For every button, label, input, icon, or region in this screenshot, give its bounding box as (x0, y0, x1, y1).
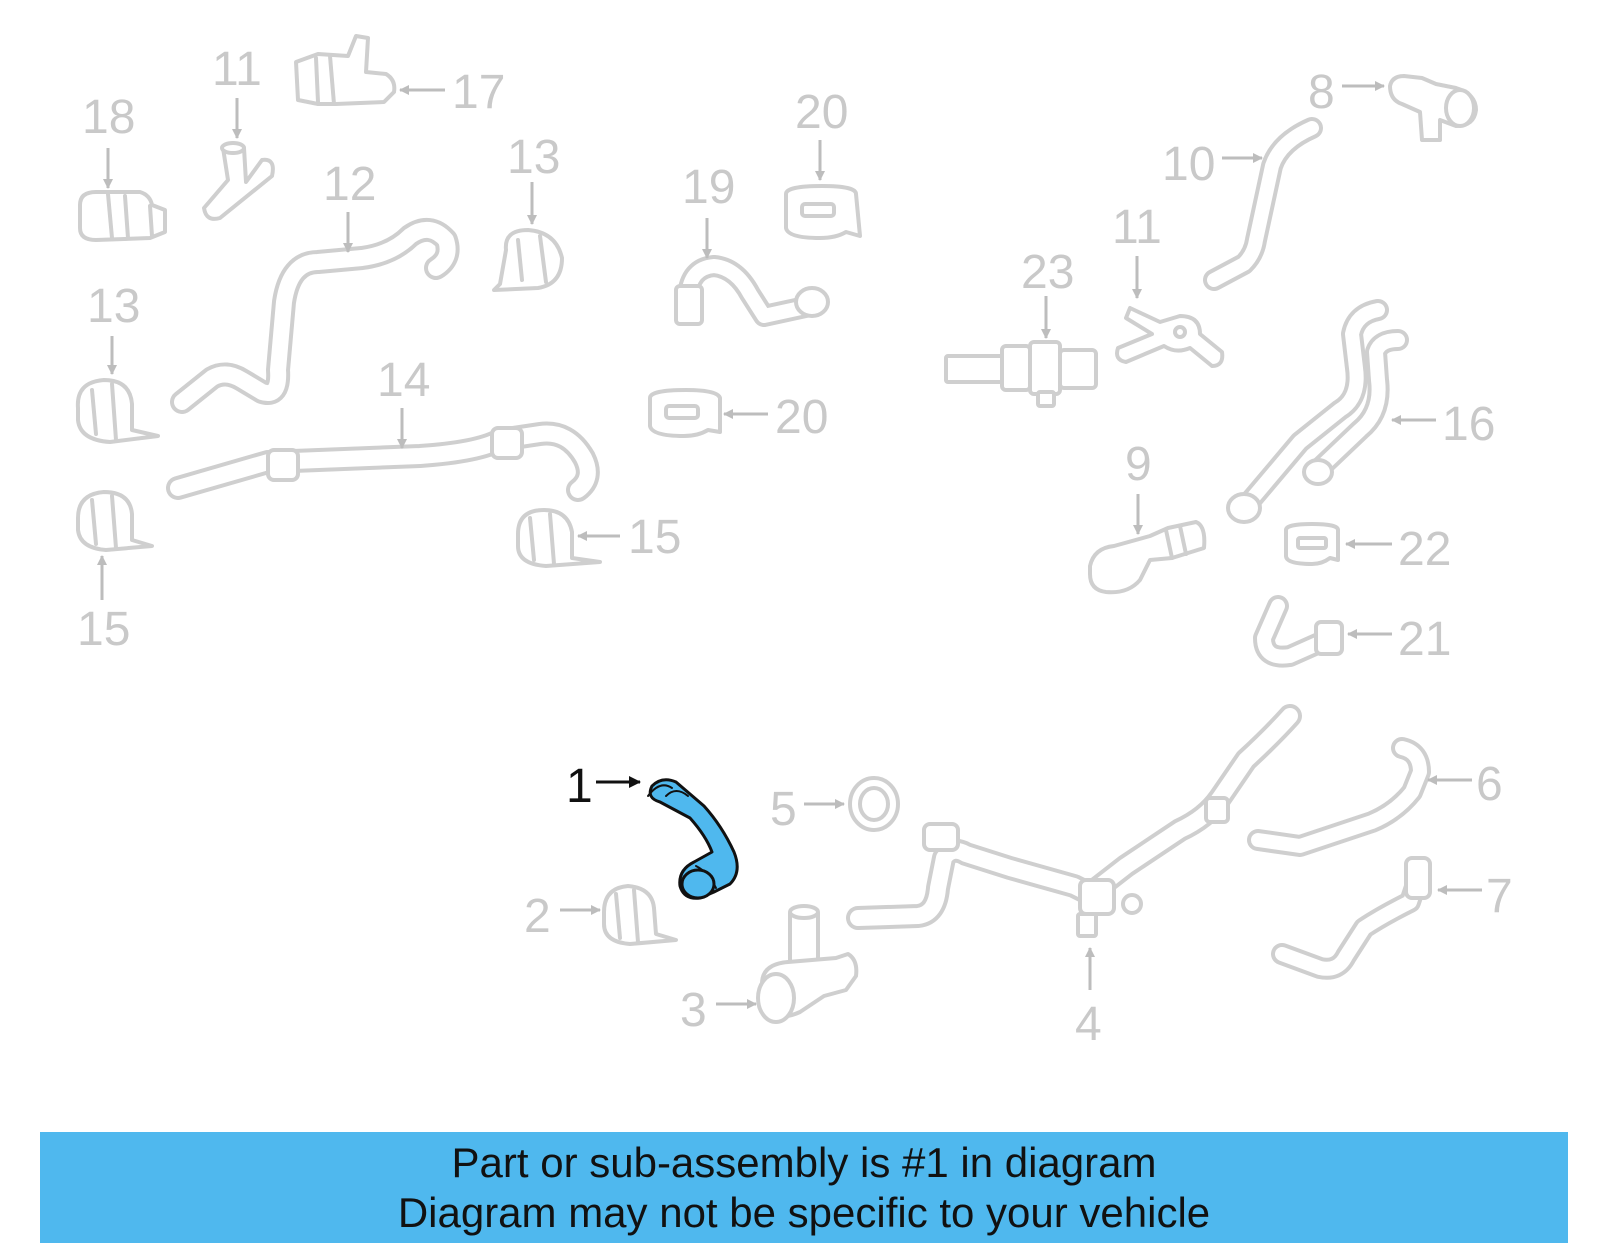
info-banner: Part or sub-assembly is #1 in diagram Di… (40, 1132, 1568, 1243)
callout-21: 21 (1398, 613, 1451, 666)
part-12-hose (170, 218, 460, 414)
part-5-o-ring (848, 776, 900, 832)
part-10-hose (1203, 117, 1323, 291)
callout-11-left: 11 (212, 43, 262, 96)
callout-18: 18 (82, 91, 135, 144)
part-8-fitting (1388, 74, 1478, 142)
part-9-fitting (1088, 520, 1207, 595)
callout-16: 16 (1442, 398, 1495, 451)
callout-23: 23 (1021, 246, 1074, 299)
part-23-sensor (944, 340, 1098, 408)
part-13-clamp-left (75, 378, 160, 444)
part-17-sensor (294, 34, 397, 106)
part-19-hose (674, 255, 830, 327)
callout-12: 12 (323, 158, 376, 211)
callout-6: 6 (1476, 758, 1503, 811)
part-11-tee-fitting-left (202, 141, 275, 221)
callout-9: 9 (1125, 438, 1152, 491)
part-20-clamp-middle (648, 388, 722, 438)
callout-5: 5 (770, 783, 797, 836)
callout-22: 22 (1398, 523, 1451, 576)
part-4-hose-assembly (846, 704, 1302, 938)
callout-7: 7 (1486, 870, 1513, 923)
callout-13-left: 13 (87, 280, 140, 333)
callout-10: 10 (1162, 138, 1215, 191)
callout-17: 17 (452, 66, 505, 119)
part-15-clamp-middle (516, 508, 602, 568)
banner-line-part-reference: Part or sub-assembly is #1 in diagram (451, 1138, 1157, 1186)
callout-15-middle: 15 (628, 511, 681, 564)
part-7-hose (1271, 856, 1432, 980)
callout-20-top: 20 (795, 86, 848, 139)
part-15-clamp-left (76, 490, 154, 552)
callout-19: 19 (682, 161, 735, 214)
callout-15-left: 15 (77, 603, 130, 656)
callout-2: 2 (524, 890, 551, 943)
callout-1: 1 (566, 760, 593, 813)
part-1-hose-highlighted (647, 778, 739, 900)
part-16-hose-assembly (1226, 299, 1409, 524)
banner-line-disclaimer: Diagram may not be specific to your vehi… (397, 1188, 1211, 1236)
part-14-hose (166, 421, 600, 502)
callout-4: 4 (1075, 998, 1102, 1051)
callout-14: 14 (377, 354, 430, 407)
part-2-clamp (602, 884, 678, 946)
part-18-connector (78, 190, 167, 242)
part-13-clamp-top (492, 228, 564, 292)
callout-13-top: 13 (507, 131, 560, 184)
callout-3: 3 (680, 984, 707, 1037)
part-11-tee-fitting-right (1115, 306, 1225, 368)
callout-8: 8 (1308, 66, 1335, 119)
callout-20-middle: 20 (775, 391, 828, 444)
part-21-hose (1253, 595, 1344, 668)
callout-11-right: 11 (1112, 201, 1162, 254)
part-20-clamp-top (784, 184, 862, 240)
part-22-clamp (1284, 522, 1340, 566)
part-6-hose (1247, 737, 1431, 857)
part-3-tee-fitting (756, 904, 859, 1024)
